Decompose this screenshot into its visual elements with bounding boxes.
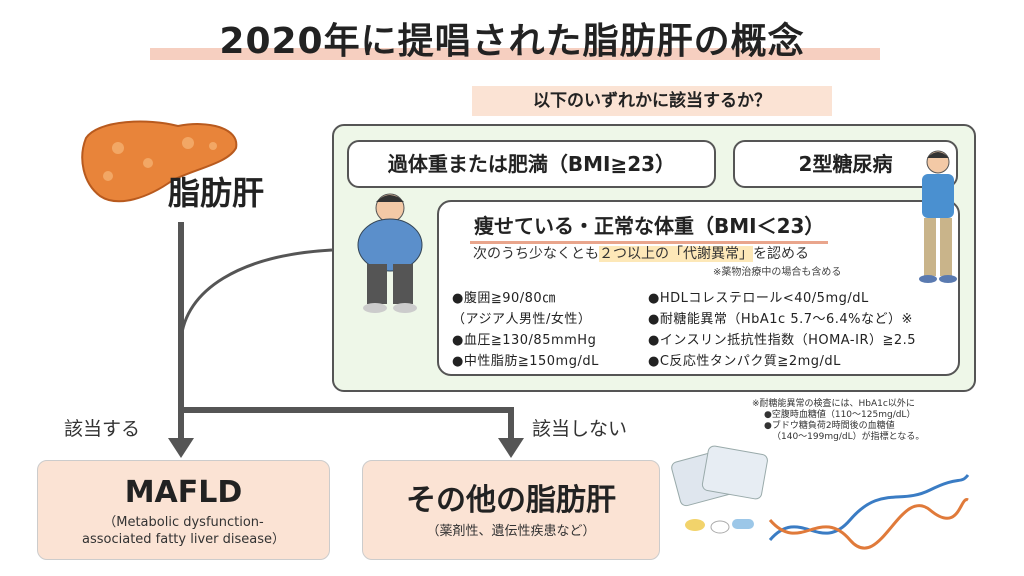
overweight-person-icon [357,193,423,313]
branch-no-label: 該当しない [532,418,628,440]
arrow-no-line [181,407,514,440]
lean-note: ※薬物治療中の場合も含める [713,267,842,278]
pill-pack-icon [671,445,768,507]
other-title: その他の脂肪肝 [406,483,616,518]
criteria-item: ●耐糖能異常（HbA1c 5.7～6.4%など）※ [648,312,913,327]
criteria-item: ●HDLコレステロール<40/5mg/dL [648,291,869,306]
footnote: ※耐糖能異常の検査には、HbA1c以外に ●空腹時血糖値（110～125mg/d… [752,399,924,443]
footnote-line: ●空腹時血糖値（110～125mg/dL） [764,410,916,420]
sub-highlight: ２つ以上の「代謝異常」 [599,246,753,262]
other-desc: （薬剤性、遺伝性疾患など） [426,524,596,539]
mafld-desc-line: （Metabolic dysfunction- [103,515,264,530]
pill-icon [685,519,754,534]
sub-before: 次のうち少なくとも [473,246,599,262]
fatty-liver-label: 脂肪肝 [168,174,265,212]
result-other-fatty-liver: その他の脂肪肝 （薬剤性、遺伝性疾患など） [362,460,660,560]
lean-subtitle: 次のうち少なくとも２つ以上の「代謝異常」を認める [473,243,809,263]
mafld-desc: （Metabolic dysfunction-associated fatty … [38,514,329,548]
criteria-item: （アジア人男性/女性） [452,312,592,327]
metabolic-criteria-right: ●HDLコレステロール<40/5mg/dL ●耐糖能異常（HbA1c 5.7～6… [648,288,916,372]
normal-weight-person-icon [919,150,957,283]
criteria-item: ●インスリン抵抗性指数（HOMA-IR）≧2.5 [648,333,917,348]
title-underline [150,48,880,60]
criterion-overweight: 過体重または肥満（BMI≧23） [347,140,716,188]
arrow-yes-head [168,438,194,458]
mafld-title: MAFLD [124,475,243,510]
footnote-line: ※耐糖能異常の検査には、HbA1c以外に [752,399,915,409]
criteria-item: ●腹囲≧90/80㎝ [452,291,556,306]
criteria-item: ●C反応性タンパク質≧2mg/dL [648,354,841,369]
question-banner: 以下のいずれかに該当するか？ [472,86,832,116]
footnote-line: ●ブドウ糖負荷2時間後の血糖値 [764,421,895,431]
mafld-desc-line: associated fatty liver disease） [82,532,285,547]
branch-yes-label: 該当する [64,418,141,440]
pills-and-dna-illustration [671,445,970,550]
connector-curve [179,248,333,341]
sub-after: を認める [753,246,809,262]
criterion-diabetes: 2型糖尿病 [733,140,958,188]
dna-icon [768,474,970,550]
page-title: 2020年に提唱された脂肪肝の概念 [219,21,805,62]
criterion-lean-box [437,200,960,376]
criteria-item: ●中性脂肪≧150mg/dL [452,354,599,369]
lean-title: 痩せている・正常な体重（BMI＜23） [470,210,829,244]
footnote-line: （140～199mg/dL）が指標となる。 [772,432,925,442]
result-mafld: MAFLD （Metabolic dysfunction-associated … [37,460,330,560]
metabolic-criteria-left: ●腹囲≧90/80㎝ （アジア人男性/女性） ●血圧≧130/85mmHg ●中… [452,288,599,372]
liver-icon [81,120,238,203]
criteria-item: ●血圧≧130/85mmHg [452,333,597,348]
arrow-no-head [498,438,524,458]
